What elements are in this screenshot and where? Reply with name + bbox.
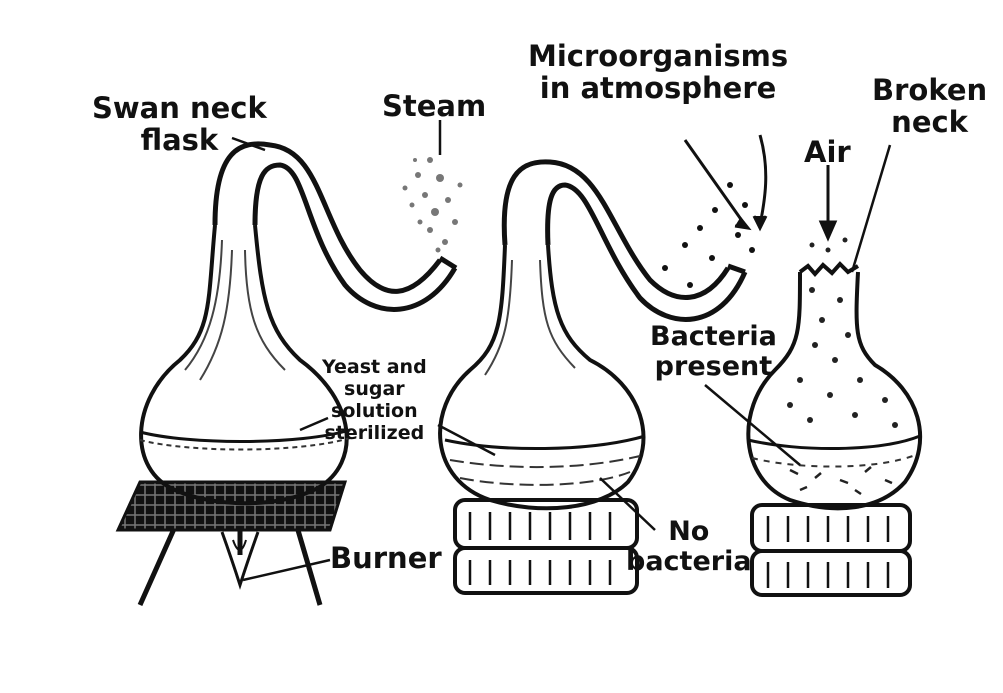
liquid	[747, 434, 921, 451]
flask-body	[139, 224, 349, 506]
label-burner: Burner	[330, 541, 442, 575]
flask-3	[746, 261, 922, 597]
label-air: Air	[804, 135, 851, 169]
broken-neck-pointer	[850, 144, 892, 273]
swan-neck-tube	[212, 141, 442, 294]
flask-body	[438, 244, 646, 511]
liquid	[444, 434, 646, 451]
air-arrow	[818, 165, 838, 242]
microorganism-dots	[662, 182, 755, 288]
stand-3	[750, 503, 912, 597]
wire-gauze	[115, 480, 348, 532]
swan-neck-tube	[501, 159, 731, 300]
burner-flame	[220, 531, 260, 590]
bacteria-dots	[787, 237, 898, 496]
label-steam: Steam	[382, 89, 487, 123]
steam-cloud	[402, 157, 463, 253]
leader-lines	[231, 120, 801, 582]
broken-neck-rim	[798, 261, 860, 278]
flask-1	[115, 141, 458, 607]
flask-body	[746, 271, 922, 511]
microorganism-arrows	[683, 134, 768, 232]
tripod-legs	[137, 518, 323, 607]
stand-2	[453, 498, 639, 595]
liquid	[139, 428, 351, 444]
flask-2	[438, 159, 748, 595]
